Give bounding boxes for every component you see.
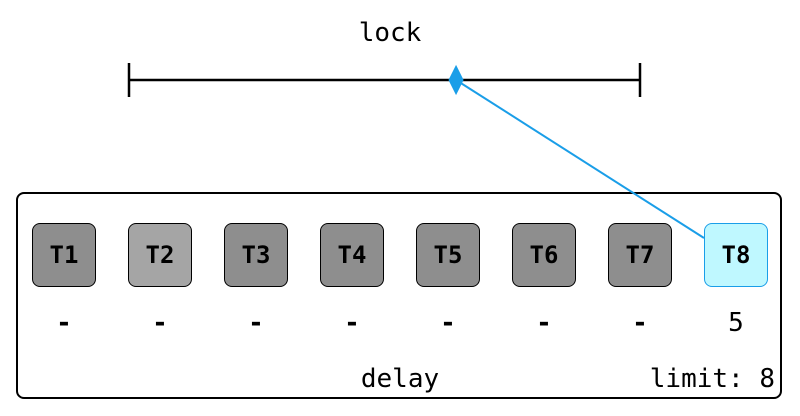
limit-label: limit: 8	[649, 364, 775, 394]
thread-delay-t4: -	[344, 308, 360, 338]
thread-box-t2: T2	[128, 223, 192, 287]
thread-box-t1: T1	[32, 223, 96, 287]
thread-box-t4: T4	[320, 223, 384, 287]
delay-label: delay	[360, 364, 440, 394]
thread-box-t5: T5	[416, 223, 480, 287]
lock-label: lock	[358, 18, 422, 48]
thread-box-t3: T3	[224, 223, 288, 287]
thread-box-t8: T8	[704, 223, 768, 287]
thread-delay-t7: -	[632, 308, 648, 338]
thread-box-t6: T6	[512, 223, 576, 287]
thread-delay-t2: -	[152, 308, 168, 338]
thread-delay-t3: -	[248, 308, 264, 338]
thread-delay-t6: -	[536, 308, 552, 338]
thread-delay-t5: -	[440, 308, 456, 338]
thread-box-t7: T7	[608, 223, 672, 287]
thread-delay-t8: 5	[728, 308, 744, 338]
thread-delay-t1: -	[56, 308, 72, 338]
